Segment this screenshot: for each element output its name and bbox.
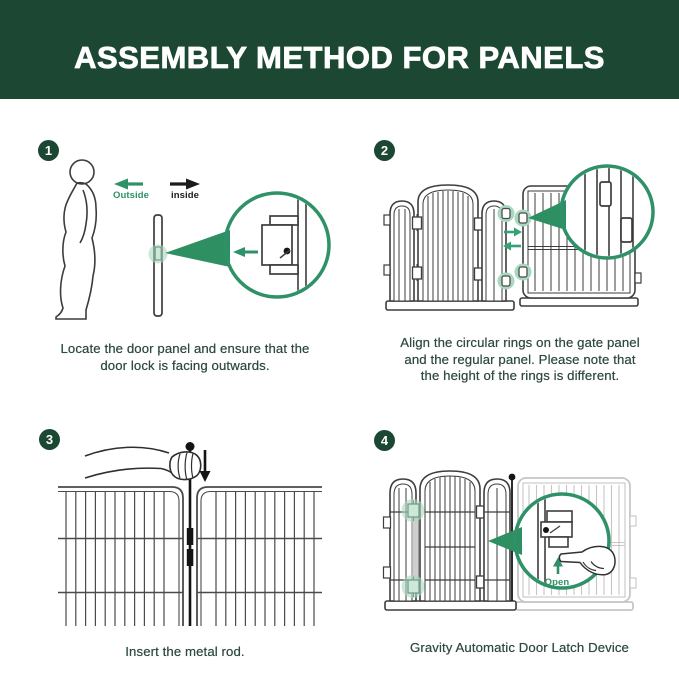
step-1-number: 1 [44,143,53,158]
outside-label: Outside [112,190,150,201]
rings-closeup [584,168,634,256]
step-1-illustration [55,159,331,320]
hinge-highlight-top [401,499,425,522]
panel-ring-highlights [514,209,532,281]
step-1-badge: 1 [38,140,59,161]
step-1-caption: Locate the door panel and ensure that th… [60,341,310,373]
gate-panel-drawing [382,470,517,611]
magnifier-pointer [488,527,522,555]
gate-ring-highlights [497,205,515,290]
step-4: 4 [360,420,679,679]
magnifier-pointer [528,200,566,230]
step-3-number: 3 [45,432,54,447]
up-arrow-icon [553,557,563,574]
pointing-hand-drawing [558,545,616,576]
page-title: ASSEMBLY METHOD FOR PANELS [74,39,605,75]
door-lock-closeup [233,195,307,295]
step-2-badge: 2 [374,140,395,161]
step-4-number: 4 [380,433,389,448]
latch-closeup [537,496,573,586]
step-2: 2 [360,130,679,383]
door-panel-drawing [148,214,168,317]
step-3-caption: Insert the metal rod. [125,644,245,659]
swap-arrows-icon [503,227,522,251]
header-banner: ASSEMBLY METHOD FOR PANELS [0,0,679,99]
step-1: 1 [0,130,345,380]
fence-panels-drawing [58,486,322,626]
inside-arrow-icon [170,178,200,190]
magnifier-pointer [165,230,230,267]
step-3-illustration [58,442,322,626]
down-arrow-icon [199,450,211,482]
step-3: 3 [30,420,345,679]
hand-drawing [84,446,202,481]
gate-panel-drawing [383,184,515,311]
outside-arrow-icon [114,178,143,190]
step-2-caption: Align the circular rings on the gate pan… [400,335,640,383]
lock-highlight [148,244,168,264]
step-4-caption: Gravity Automatic Door Latch Device [410,640,629,655]
step-2-number: 2 [380,143,389,158]
step-2-illustration [383,164,655,311]
hinge-highlight-bottom [401,575,425,598]
step-4-illustration [382,470,637,611]
step-3-badge: 3 [39,429,60,450]
step-4-badge: 4 [374,430,395,451]
inside-label: inside [170,190,200,201]
open-label: Open [544,577,570,588]
person-silhouette-icon [55,159,98,320]
